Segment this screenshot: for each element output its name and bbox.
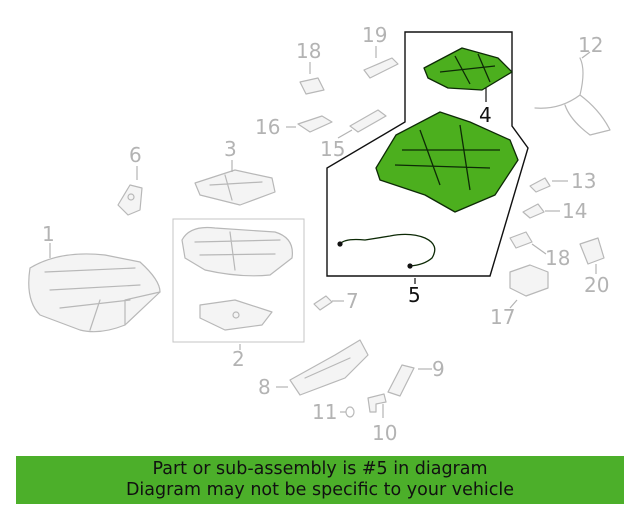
callout-17: 17 bbox=[490, 305, 515, 329]
callout-3: 3 bbox=[224, 137, 237, 161]
callout-11: 11 bbox=[312, 400, 337, 424]
part-4-adjuster[interactable] bbox=[423, 47, 513, 91]
callout-18b: 18 bbox=[545, 246, 570, 270]
part-14-clip[interactable] bbox=[522, 203, 545, 219]
callout-2: 2 bbox=[232, 347, 245, 371]
part-3-pad[interactable] bbox=[194, 169, 276, 206]
seat-frame[interactable] bbox=[375, 111, 519, 213]
part-17-box[interactable] bbox=[509, 264, 549, 297]
part-2-cushion-pad[interactable] bbox=[181, 226, 293, 277]
leader-15 bbox=[337, 129, 353, 139]
callout-12: 12 bbox=[578, 33, 603, 57]
callout-19: 19 bbox=[362, 23, 387, 47]
part-10-knob[interactable] bbox=[367, 393, 387, 413]
part-13-clip[interactable] bbox=[529, 177, 551, 193]
leader-17 bbox=[509, 299, 518, 309]
callout-6: 6 bbox=[129, 143, 142, 167]
callout-20: 20 bbox=[584, 273, 609, 297]
part-7-clip[interactable] bbox=[313, 295, 333, 311]
banner-line-1: Part or sub-assembly is #5 in diagram bbox=[152, 459, 488, 479]
callout-5: 5 bbox=[408, 283, 421, 307]
part-6-bracket[interactable] bbox=[117, 184, 143, 216]
part-16-cover[interactable] bbox=[297, 115, 333, 133]
callout-10: 10 bbox=[372, 421, 397, 445]
part-1-seat-cushion[interactable] bbox=[28, 253, 161, 333]
part-19-trim[interactable] bbox=[363, 57, 399, 79]
leader-18b bbox=[531, 243, 547, 255]
callout-16: 16 bbox=[255, 115, 280, 139]
part-18-clip-right[interactable] bbox=[509, 231, 533, 249]
part-15-cover[interactable] bbox=[349, 109, 387, 133]
part-18-clip-top[interactable] bbox=[299, 77, 325, 95]
callout-1: 1 bbox=[42, 222, 55, 246]
callout-18a: 18 bbox=[296, 39, 321, 63]
banner-line-2: Diagram may not be specific to your vehi… bbox=[125, 480, 515, 500]
callout-14: 14 bbox=[562, 199, 587, 223]
callout-4: 4 bbox=[479, 103, 492, 127]
callout-8: 8 bbox=[258, 375, 271, 399]
part-20-bracket[interactable] bbox=[579, 237, 605, 265]
part-11-clip[interactable] bbox=[345, 406, 355, 418]
leader-12 bbox=[581, 51, 591, 59]
info-banner: Part or sub-assembly is #5 in diagram Di… bbox=[16, 456, 624, 504]
part-9-cover[interactable] bbox=[387, 364, 415, 397]
callout-13: 13 bbox=[571, 169, 596, 193]
callout-7: 7 bbox=[346, 289, 359, 313]
callout-15: 15 bbox=[320, 137, 345, 161]
callout-9: 9 bbox=[432, 357, 445, 381]
part-2-plate[interactable] bbox=[199, 299, 273, 331]
part-12-cable[interactable] bbox=[534, 57, 611, 136]
part-8-side-cover[interactable] bbox=[289, 339, 369, 396]
part-4-5-group-box bbox=[326, 31, 529, 277]
part-2-group-box bbox=[172, 218, 305, 343]
part-5-harness[interactable] bbox=[337, 233, 436, 269]
